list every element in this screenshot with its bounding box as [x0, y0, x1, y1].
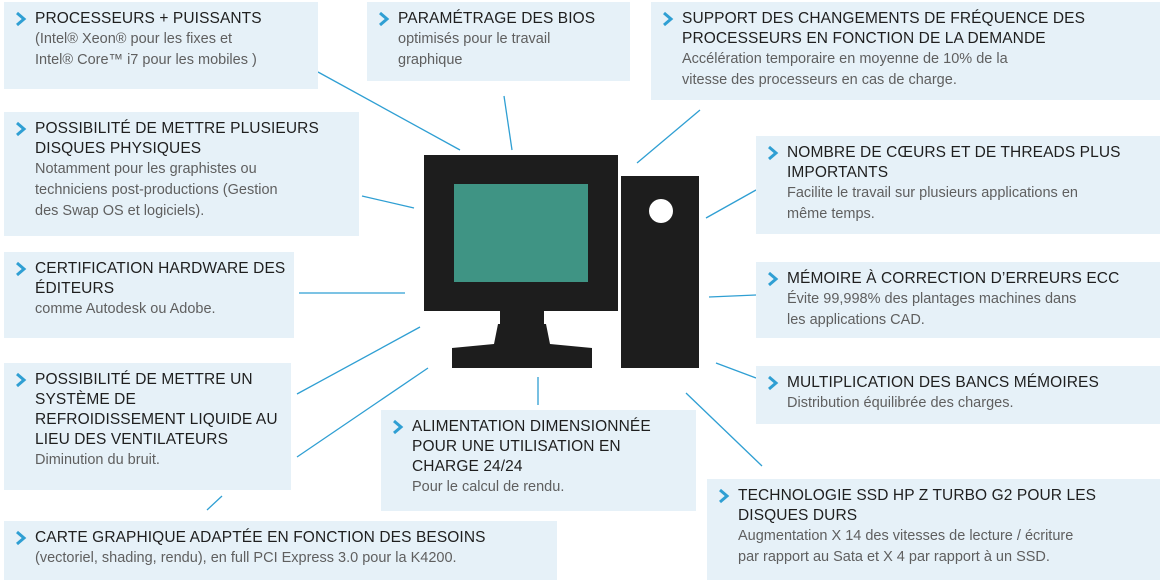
feature-title: POSSIBILITÉ DE METTRE PLUSIEURS DISQUES …	[35, 120, 319, 157]
feature-desc-line: par rapport au Sata et X 4 par rapport à…	[738, 549, 1050, 565]
feature-desc-line: (Intel® Xeon® pour les fixes et	[35, 31, 233, 47]
feature-title: NOMBRE DE CŒURS ET DE THREADS PLUS IMPOR…	[787, 144, 1121, 181]
feature-desc-line: des Swap OS et logiciels).	[35, 203, 205, 219]
chevron-right-icon	[379, 11, 390, 27]
feature-ecc: MÉMOIRE À CORRECTION D’ERREURS ECC Évite…	[756, 262, 1160, 338]
chevron-right-icon	[16, 11, 27, 27]
connector-ecc	[708, 294, 757, 298]
feature-desc-line: comme Autodesk ou Adobe.	[35, 301, 216, 317]
chevron-right-icon	[719, 488, 730, 504]
feature-coeurs: NOMBRE DE CŒURS ET DE THREADS PLUS IMPOR…	[756, 136, 1160, 234]
connector-processeurs	[317, 71, 461, 151]
feature-title: POSSIBILITÉ DE METTRE UN SYSTÈME DE REFR…	[35, 371, 278, 448]
connector-bios	[503, 95, 513, 151]
feature-desc-line: optimisés pour le travail	[398, 31, 551, 47]
feature-title: PROCESSEURS + PUISSANTS	[35, 10, 262, 27]
feature-title: SUPPORT DES CHANGEMENTS DE FRÉQUENCE DES…	[682, 10, 1086, 47]
feature-title: CERTIFICATION HARDWARE DES ÉDITEURS	[35, 260, 286, 297]
feature-desc-line: Distribution équilibrée des charges.	[787, 395, 1014, 411]
feature-title: PARAMÉTRAGE DES BIOS	[398, 10, 596, 27]
connector-carte	[206, 495, 223, 511]
feature-desc-line: techniciens post-productions (Gestion	[35, 182, 278, 198]
feature-desc-line: (vectoriel, shading, rendu), en full PCI…	[35, 550, 457, 566]
feature-desc-line: Intel® Core™ i7 pour les mobiles )	[35, 52, 257, 68]
connector-frequence	[636, 109, 701, 164]
connector-bancs	[715, 362, 757, 379]
feature-title: MULTIPLICATION DES BANCS MÉMOIRES	[787, 374, 1099, 391]
feature-title: MÉMOIRE À CORRECTION D’ERREURS ECC	[787, 270, 1120, 287]
feature-desc-line: les applications CAD.	[787, 312, 925, 328]
feature-title: CARTE GRAPHIQUE ADAPTÉE EN FONCTION DES …	[35, 529, 486, 546]
chevron-right-icon	[663, 11, 674, 27]
monitor-screen	[454, 184, 588, 282]
connector-disques	[361, 195, 415, 209]
connector-refroidissement-2	[296, 367, 429, 458]
power-button-icon	[649, 199, 673, 223]
connector-coeurs	[705, 189, 757, 219]
desktop-computer-icon	[424, 155, 699, 368]
feature-desc-line: Notamment pour les graphistes ou	[35, 161, 257, 177]
feature-bios: PARAMÉTRAGE DES BIOS optimisés pour le t…	[367, 2, 630, 81]
feature-desc-line: graphique	[398, 52, 463, 68]
feature-desc-line: même temps.	[787, 206, 875, 222]
feature-desc-line: Évite 99,998% des plantages machines dan…	[787, 291, 1077, 307]
feature-desc-line: Facilite le travail sur plusieurs applic…	[787, 185, 1078, 201]
feature-title: ALIMENTATION DIMENSIONNÉE POUR UNE UTILI…	[412, 418, 651, 475]
feature-ssd: TECHNOLOGIE SSD HP Z TURBO G2 POUR LES D…	[707, 479, 1160, 580]
feature-carte: CARTE GRAPHIQUE ADAPTÉE EN FONCTION DES …	[4, 521, 557, 580]
feature-frequence: SUPPORT DES CHANGEMENTS DE FRÉQUENCE DES…	[651, 2, 1160, 100]
feature-disques: POSSIBILITÉ DE METTRE PLUSIEURS DISQUES …	[4, 112, 359, 236]
feature-certification: CERTIFICATION HARDWARE DES ÉDITEURS comm…	[4, 252, 294, 338]
feature-desc-line: vitesse des processeurs en cas de charge…	[682, 72, 957, 88]
feature-refroidissement: POSSIBILITÉ DE METTRE UN SYSTÈME DE REFR…	[4, 363, 291, 490]
chevron-right-icon	[16, 261, 27, 277]
feature-alimentation: ALIMENTATION DIMENSIONNÉE POUR UNE UTILI…	[381, 410, 696, 511]
chevron-right-icon	[16, 530, 27, 546]
feature-bancs: MULTIPLICATION DES BANCS MÉMOIRES Distri…	[756, 366, 1160, 424]
feature-desc-line: Diminution du bruit.	[35, 452, 160, 468]
feature-desc-line: Pour le calcul de rendu.	[412, 479, 565, 495]
feature-processeurs: PROCESSEURS + PUISSANTS (Intel® Xeon® po…	[4, 2, 318, 89]
chevron-right-icon	[16, 372, 27, 388]
chevron-right-icon	[16, 121, 27, 137]
chevron-right-icon	[768, 145, 779, 161]
feature-title: TECHNOLOGIE SSD HP Z TURBO G2 POUR LES D…	[738, 487, 1097, 524]
connector-refroidissement	[296, 326, 421, 395]
connector-ssd	[685, 392, 763, 467]
chevron-right-icon	[768, 271, 779, 287]
chevron-right-icon	[768, 375, 779, 391]
monitor-stand	[452, 324, 592, 368]
feature-desc-line: Augmentation X 14 des vitesses de lectur…	[738, 528, 1074, 544]
chevron-right-icon	[393, 419, 404, 435]
feature-desc-line: Accélération temporaire en moyenne de 10…	[682, 51, 1008, 67]
